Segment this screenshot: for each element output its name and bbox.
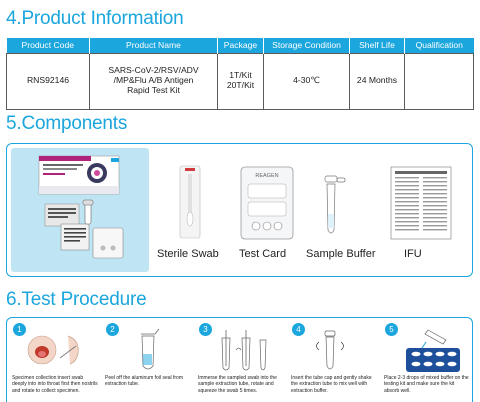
- table-row: RNS92146 SARS-CoV-2/RSV/ADV /MP&Flu A/B …: [6, 52, 474, 110]
- step-instruction-text: Place 2-3 drops of mixed buffer on the t…: [384, 375, 469, 394]
- package-line: 20T/Kit: [226, 80, 255, 90]
- step-number-badge: 1: [13, 323, 26, 336]
- package-line: 1T/Kit: [229, 70, 252, 81]
- kit-package-photo: [11, 148, 149, 272]
- component-label-ifu: IFU: [404, 248, 422, 260]
- procedure-step-1: 1 Specimen collection:insert swab deeply…: [10, 322, 99, 402]
- test-card-icon: REAGEN: [240, 166, 294, 240]
- immerse-swab-tube-icon: [221, 330, 267, 371]
- storage-condition-cell: 4-30℃: [263, 52, 350, 110]
- table-header-row: Product Code Product Name Package Storag…: [6, 38, 474, 53]
- step-number-badge: 4: [292, 323, 305, 336]
- shake-tube-icon: [316, 330, 344, 370]
- components-panel: Sterile Swab REAGEN Test Card Sample Buf…: [6, 143, 473, 277]
- product-name-line: SARS-CoV-2/RSV/ADV: [108, 65, 199, 76]
- procedure-step-5: 5 Place 2-3 drops of mixed buffer on the…: [382, 322, 471, 402]
- column-header: Shelf Life: [349, 38, 405, 53]
- peel-foil-tube-icon: [141, 328, 160, 370]
- ifu-document-icon: [390, 166, 452, 240]
- component-label-test-card: Test Card: [239, 248, 287, 260]
- product-name-cell: SARS-CoV-2/RSV/ADV /MP&Flu A/B Antigen R…: [89, 52, 218, 110]
- qualification-cell: [404, 52, 474, 110]
- column-header: Product Name: [89, 38, 218, 53]
- column-header: Storage Condition: [263, 38, 350, 53]
- component-label-sterile-swab: Sterile Swab: [157, 248, 219, 260]
- step-instruction-text: Specimen collection:insert swab deeply i…: [12, 375, 98, 394]
- test-procedure-panel: 1 Specimen collection:insert swab deeply…: [6, 317, 473, 402]
- product-information-table: Product Code Product Name Package Storag…: [6, 38, 474, 110]
- section-title-components: 5.Components: [6, 113, 128, 134]
- shelf-life-cell: 24 Months: [349, 52, 405, 110]
- kit-package-illustration: [38, 155, 124, 259]
- product-code-cell: RNS92146: [6, 52, 90, 110]
- throat-nostril-swab-icon: [27, 335, 79, 365]
- product-name-line: Rapid Test Kit: [127, 84, 180, 95]
- section-title-product-information: 4.Product Information: [6, 8, 184, 29]
- step-instruction-text: Peel off the aluminum foil seal from ext…: [105, 375, 184, 388]
- sterile-swab-icon: [179, 165, 201, 239]
- drop-buffer-on-card-icon: [406, 329, 460, 372]
- component-label-sample-buffer: Sample Buffer: [306, 248, 376, 260]
- product-name-line: /MP&Flu A/B Antigen: [113, 75, 194, 86]
- package-cell: 1T/Kit 20T/Kit: [217, 52, 264, 110]
- step-instruction-text: Insert the tube cap and gently shake the…: [291, 375, 372, 394]
- procedure-step-3: 3 Immerse the sampled swab into the samp…: [196, 322, 285, 402]
- column-header: Package: [217, 38, 264, 53]
- test-card-brand-text: REAGEN: [255, 173, 278, 179]
- column-header: Qualification: [404, 38, 474, 53]
- step-number-badge: 5: [385, 323, 398, 336]
- step-instruction-text: Immerse the sampled swab into the sample…: [198, 375, 277, 394]
- procedure-step-4: 4 Insert the tube cap and gently shake t…: [289, 322, 378, 402]
- section-title-test-procedure: 6.Test Procedure: [6, 289, 147, 310]
- step-number-badge: 2: [106, 323, 119, 336]
- column-header: Product Code: [6, 38, 90, 53]
- step-number-badge: 3: [199, 323, 212, 336]
- procedure-step-2: 2 Peel off the aluminum foil seal from e…: [103, 322, 192, 402]
- sample-buffer-tube-icon: [324, 175, 346, 234]
